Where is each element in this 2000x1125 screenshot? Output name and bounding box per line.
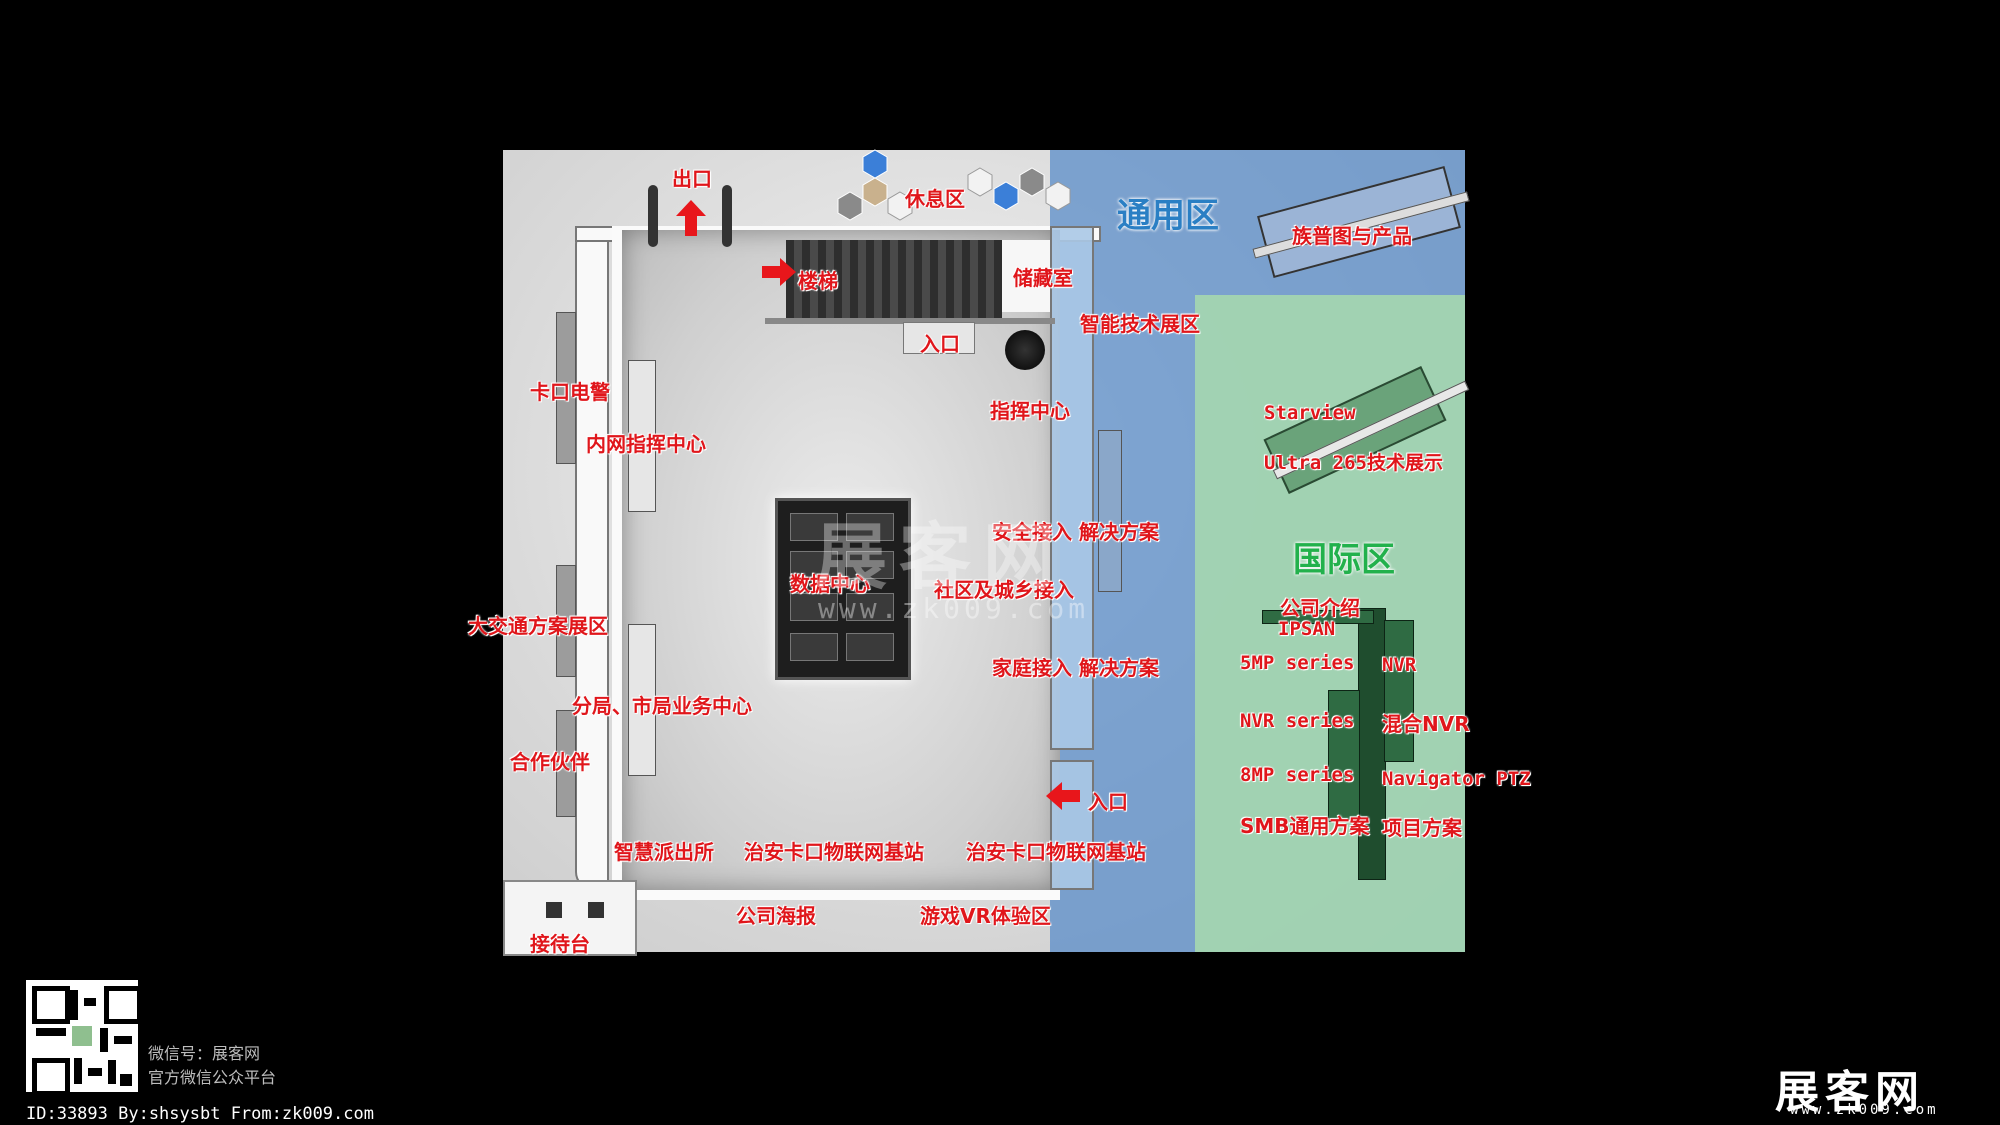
- intl-display-left: [1328, 690, 1360, 822]
- center-watermark-logo: 展客网: [815, 515, 1068, 599]
- hexagon: [1045, 181, 1071, 211]
- label-iot-station-2: 治安卡口物联网基站: [966, 840, 1146, 864]
- reception-desk: [503, 880, 637, 956]
- international-zone-title: 国际区: [1293, 540, 1395, 580]
- label-smb: SMB通用方案: [1240, 814, 1370, 838]
- stairs-structure: [786, 240, 1002, 320]
- reception-chair: [588, 902, 604, 918]
- server-rack: [790, 593, 838, 621]
- label-command-center: 指挥中心: [990, 399, 1070, 423]
- label-home-access: 家庭接入 解决方案: [992, 656, 1159, 680]
- server-rack: [790, 513, 838, 541]
- label-iot-station-1: 治安卡口物联网基站: [744, 840, 924, 864]
- center-watermark-url: www.zk009.com: [818, 592, 1090, 625]
- wechat-id: 微信号：展客网: [148, 1044, 261, 1063]
- label-storage: 储藏室: [1013, 266, 1073, 290]
- hexagon: [862, 149, 888, 179]
- reception-chair: [546, 902, 562, 918]
- label-ultra265: Ultra 265技术展示: [1264, 452, 1443, 474]
- outer-wall-left: [575, 226, 609, 890]
- label-family-chart: 族普图与产品: [1292, 224, 1412, 248]
- inner-panel-1: [628, 360, 656, 512]
- entrance-step: [903, 322, 975, 354]
- label-intranet-command: 内网指挥中心: [586, 432, 706, 456]
- label-reception: 接待台: [530, 932, 590, 956]
- left-panel-3: [556, 710, 576, 817]
- hexagon: [837, 191, 863, 221]
- hexagon: [887, 191, 913, 221]
- exit-post-left: [648, 185, 658, 247]
- server-rack: [790, 551, 838, 579]
- label-project: 项目方案: [1382, 816, 1462, 840]
- plant: [1005, 330, 1045, 370]
- server-rack: [846, 633, 894, 661]
- label-checkpoint: 卡口电警: [530, 380, 610, 404]
- label-partners: 合作伙伴: [510, 750, 590, 774]
- label-vr-area: 游戏VR体验区: [920, 904, 1051, 928]
- label-hybrid-nvr: 混合NVR: [1382, 712, 1470, 736]
- data-center-block: [775, 498, 911, 680]
- label-entrance-top: 入口: [920, 332, 960, 356]
- hexagon: [862, 177, 888, 207]
- server-rack: [846, 593, 894, 621]
- intl-display-right: [1384, 620, 1414, 762]
- exit-post-right: [722, 185, 732, 247]
- exit-arrow: [676, 200, 706, 236]
- intl-display-top: [1262, 610, 1374, 624]
- label-5mp: 5MP series: [1240, 652, 1355, 674]
- corner-logo: 展客网: [1775, 1067, 1925, 1118]
- label-rest-area: 休息区: [905, 187, 965, 211]
- entrance-arrow: [1046, 782, 1080, 810]
- corner-url: www.zk009.com: [1790, 1102, 1939, 1118]
- qr-code: [26, 980, 142, 1096]
- credit-line: ID:33893 By:shsysbt From:zk009.com: [26, 1104, 374, 1124]
- stairs-rail: [765, 318, 1055, 324]
- storage-room: [1002, 240, 1050, 312]
- server-rack: [790, 633, 838, 661]
- label-transport: 大交通方案展区: [468, 614, 608, 638]
- label-community-access: 社区及城乡接入: [934, 578, 1074, 602]
- hexagon: [993, 181, 1019, 211]
- label-data-center: 数据中心: [790, 572, 870, 596]
- label-smart-tech: 智能技术展区: [1080, 312, 1200, 336]
- wechat-platform: 官方微信公众平台: [148, 1068, 277, 1087]
- left-panel-2: [556, 565, 576, 677]
- label-ipsan: IPSAN: [1278, 618, 1336, 640]
- label-secure-access: 安全接入 解决方案: [992, 520, 1159, 544]
- label-posters: 公司海报: [736, 904, 816, 928]
- server-rack: [846, 551, 894, 579]
- inner-panel-2: [628, 624, 656, 776]
- hexagon: [1019, 167, 1045, 197]
- label-8mp: 8MP series: [1240, 764, 1355, 786]
- general-zone-title: 通用区: [1117, 196, 1219, 236]
- label-smart-police: 智慧派出所: [614, 840, 714, 864]
- stairs-arrow: [762, 258, 796, 286]
- server-rack: [846, 513, 894, 541]
- label-nvr-series: NVR series: [1240, 710, 1355, 732]
- right-partition-lower: [1050, 760, 1094, 890]
- label-company-intro: 公司介绍: [1280, 596, 1360, 620]
- rest-area-hexagons: [837, 149, 1071, 221]
- label-branch-business: 分局、市局业务中心: [572, 694, 752, 718]
- right-partition: [1050, 226, 1094, 750]
- right-panel: [1098, 430, 1122, 592]
- label-navigator: Navigator PTZ: [1382, 768, 1531, 790]
- label-nvr: NVR: [1382, 654, 1417, 676]
- left-panel-1: [556, 312, 576, 464]
- label-starview: Starview: [1264, 402, 1356, 424]
- label-exit: 出口: [672, 167, 712, 191]
- label-stairs: 楼梯: [798, 269, 838, 293]
- label-entrance-right: 入口: [1088, 790, 1128, 814]
- hexagon: [967, 167, 993, 197]
